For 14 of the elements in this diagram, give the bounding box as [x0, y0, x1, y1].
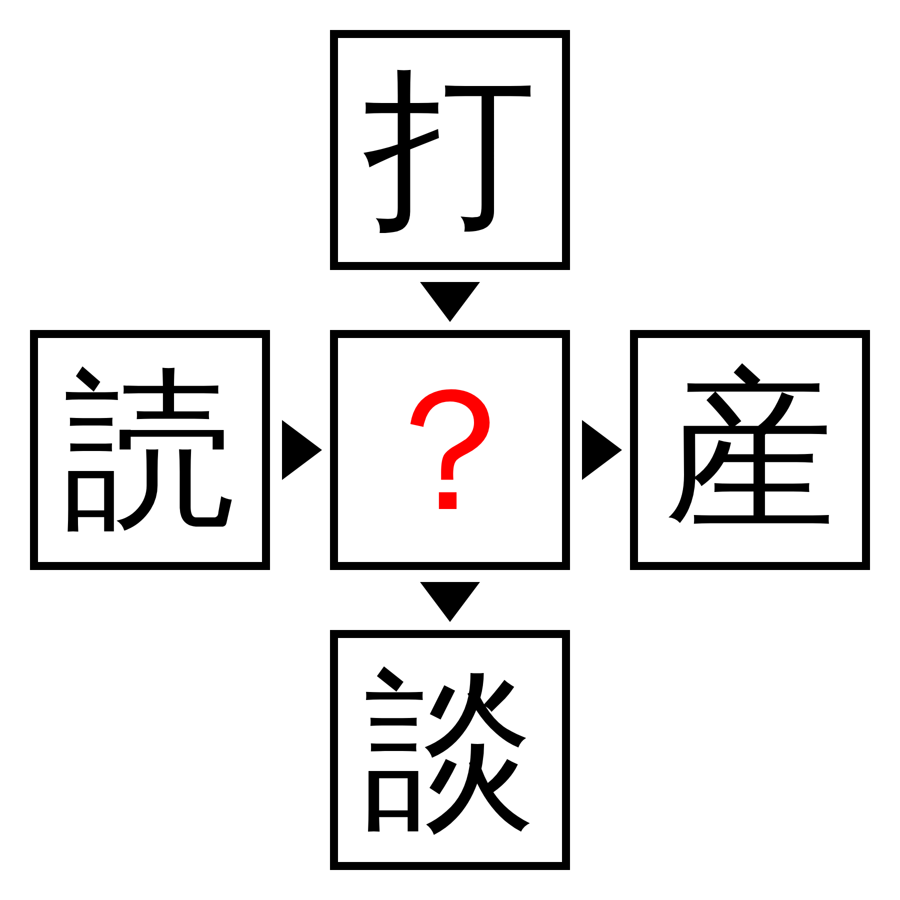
arrow [282, 420, 322, 480]
kanji-character: 読 [64, 364, 236, 536]
character-box [330, 330, 570, 570]
arrow [420, 282, 480, 322]
character-box [30, 330, 270, 570]
character-box [330, 30, 570, 270]
arrow [582, 420, 622, 480]
character-box [330, 630, 570, 870]
kanji-character: 談 [364, 664, 536, 836]
question-mark: ？ [364, 364, 536, 536]
character-box [630, 330, 870, 570]
kanji-character: 産 [664, 364, 836, 536]
arrow [420, 582, 480, 622]
kanji-character: 打 [364, 64, 536, 236]
